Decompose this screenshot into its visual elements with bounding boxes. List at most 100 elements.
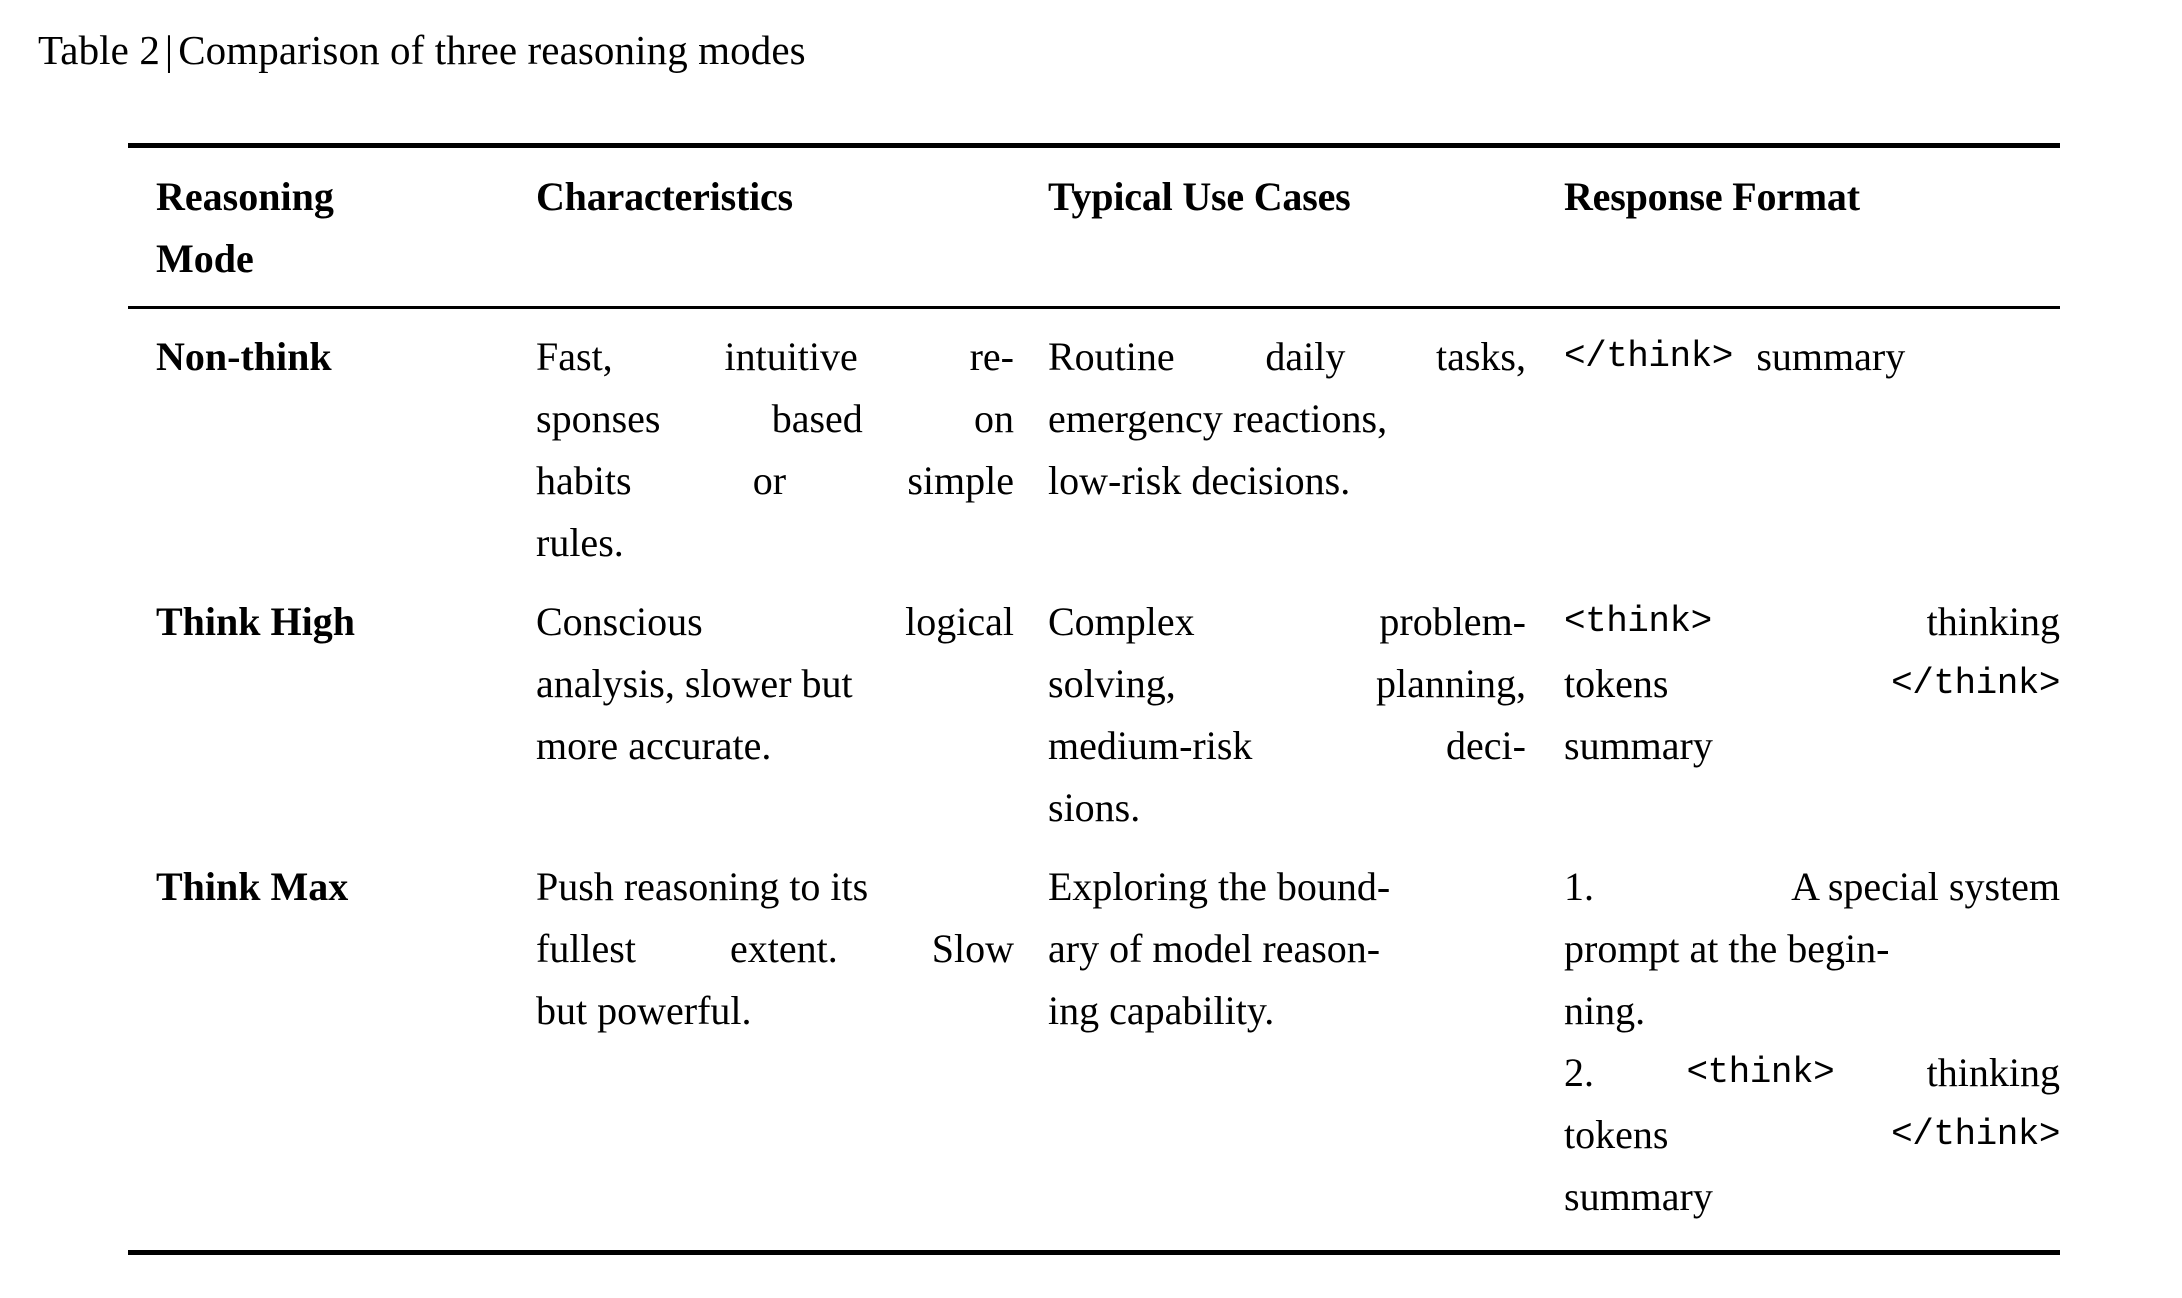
text-line: tokens</think> <box>1564 653 2060 715</box>
column-header-reasoning-mode: Reasoning Mode <box>128 148 536 306</box>
text-line: ary of model reason- <box>1048 918 1526 980</box>
text-fragment: ary of model reason- <box>1048 926 1381 971</box>
text-line: emergency reactions, <box>1048 388 1526 450</box>
caption-title: Comparison of three reasoning modes <box>178 27 806 73</box>
text-fragment: based <box>771 396 863 441</box>
column-header-typical-use-cases: Typical Use Cases <box>1048 148 1564 244</box>
text-line: ning. <box>1564 980 2060 1042</box>
text-fragment: deci- <box>1446 723 1526 768</box>
table-toprule <box>128 143 2060 148</box>
text-line: 2. <think> thinking <box>1564 1042 2060 1104</box>
text-fragment: but powerful. <box>536 988 752 1033</box>
column-header-characteristics: Characteristics <box>536 148 1048 244</box>
table-bottomrule <box>128 1250 2060 1255</box>
code-token: <think> <box>1686 1052 1835 1093</box>
text-line: Fast, intuitive re- <box>536 326 1014 388</box>
text-fragment: tokens <box>1564 661 1669 706</box>
cell-typical-use-cases: Exploring the bound-ary of model reason-… <box>1048 839 1564 1042</box>
text-fragment: A special system <box>1791 864 2060 909</box>
text-fragment: Routine <box>1048 334 1175 379</box>
text-fragment: habits <box>536 458 632 503</box>
text-fragment: emergency reactions, <box>1048 396 1388 441</box>
header-line: Mode <box>156 236 254 281</box>
text-fragment: tokens <box>1564 1112 1669 1157</box>
cell-reasoning-mode: Think Max <box>156 864 349 909</box>
text-fragment: 2. <box>1564 1050 1594 1095</box>
text-fragment: or <box>752 458 787 503</box>
text-fragment: thinking <box>1926 1050 2060 1095</box>
text-line: <think> thinking <box>1564 591 2060 653</box>
text-fragment: ning. <box>1564 988 1646 1033</box>
text-line: rules. <box>536 512 1014 574</box>
column-header-response-format: Response Format <box>1564 148 2060 244</box>
header-line: Reasoning <box>156 174 334 219</box>
text-line: 1. A special system <box>1564 856 2060 918</box>
text-line: analysis, slower but <box>536 653 1014 715</box>
text-line: low-risk decisions. <box>1048 450 1526 512</box>
text-line: summary <box>1564 715 2060 777</box>
text-line: habits or simple <box>536 450 1014 512</box>
table-header-row: Reasoning Mode Characteristics Typical U… <box>128 148 2060 306</box>
text-fragment: problem- <box>1379 599 1526 644</box>
text-fragment: on <box>974 396 1014 441</box>
code-token: </think> <box>1891 1114 2060 1155</box>
text-fragment: rules. <box>536 520 624 565</box>
text-fragment: Fast, <box>536 334 613 379</box>
text-fragment: analysis, slower but <box>536 661 853 706</box>
header-line: Characteristics <box>536 174 793 219</box>
text-fragment: Push reasoning to its <box>536 864 869 909</box>
text-fragment: sions. <box>1048 785 1141 830</box>
text-fragment: ing capability. <box>1048 988 1275 1033</box>
text-line: prompt at the begin- <box>1564 918 2060 980</box>
table-caption: Table 2|Comparison of three reasoning mo… <box>38 24 806 76</box>
cell-response-format: </think>summary <box>1564 309 2060 388</box>
text-fragment: thinking <box>1926 599 2060 644</box>
text-fragment: prompt at the begin- <box>1564 926 1890 971</box>
text-fragment: low-risk decisions. <box>1048 458 1351 503</box>
text-fragment: 1. <box>1564 864 1594 909</box>
text-fragment: re- <box>969 334 1014 379</box>
text-fragment: daily <box>1265 334 1346 379</box>
table-midrule <box>128 306 2060 309</box>
text-fragment: intuitive <box>724 334 858 379</box>
text-line: Exploring the bound- <box>1048 856 1526 918</box>
text-fragment: fullest <box>536 926 636 971</box>
text-line: Push reasoning to its <box>536 856 1014 918</box>
text-line: Complex problem- <box>1048 591 1526 653</box>
text-line: but powerful. <box>536 980 1014 1042</box>
cell-response-format: <think> thinking tokens</think>summary <box>1564 574 2060 777</box>
row-spacer <box>128 1228 2060 1250</box>
text-line: medium-risk deci- <box>1048 715 1526 777</box>
text-line: tokens </think> <box>1564 1104 2060 1166</box>
comparison-table: Reasoning Mode Characteristics Typical U… <box>128 143 2060 1255</box>
text-fragment: summary <box>1756 334 1906 379</box>
cell-reasoning-mode: Think High <box>156 599 356 644</box>
code-token: <think> <box>1564 601 1712 642</box>
text-fragment: medium-risk <box>1048 723 1253 768</box>
text-fragment: planning, <box>1376 661 1526 706</box>
cell-response-format: 1. A special system prompt at the begin-ni… <box>1564 839 2060 1228</box>
text-fragment: Exploring the bound- <box>1048 864 1391 909</box>
cell-characteristics: Push reasoning to its fullest extent. Slow b… <box>536 839 1048 1042</box>
header-line: Response Format <box>1564 174 1860 219</box>
header-line: Typical Use Cases <box>1048 174 1351 219</box>
text-fragment: Complex <box>1048 599 1195 644</box>
text-fragment: more accurate. <box>536 723 772 768</box>
text-line: more accurate. <box>536 715 1014 777</box>
caption-separator: | <box>164 27 174 73</box>
caption-label: Table 2 <box>38 27 160 73</box>
text-line: solving,planning, <box>1048 653 1526 715</box>
text-line: summary <box>1564 1166 2060 1228</box>
text-fragment: Slow <box>931 926 1014 971</box>
table-row: Think Max Push reasoning to its fullest ext… <box>128 839 2060 1228</box>
text-line: ing capability. <box>1048 980 1526 1042</box>
text-fragment: simple <box>907 458 1014 503</box>
text-fragment: extent. <box>730 926 838 971</box>
